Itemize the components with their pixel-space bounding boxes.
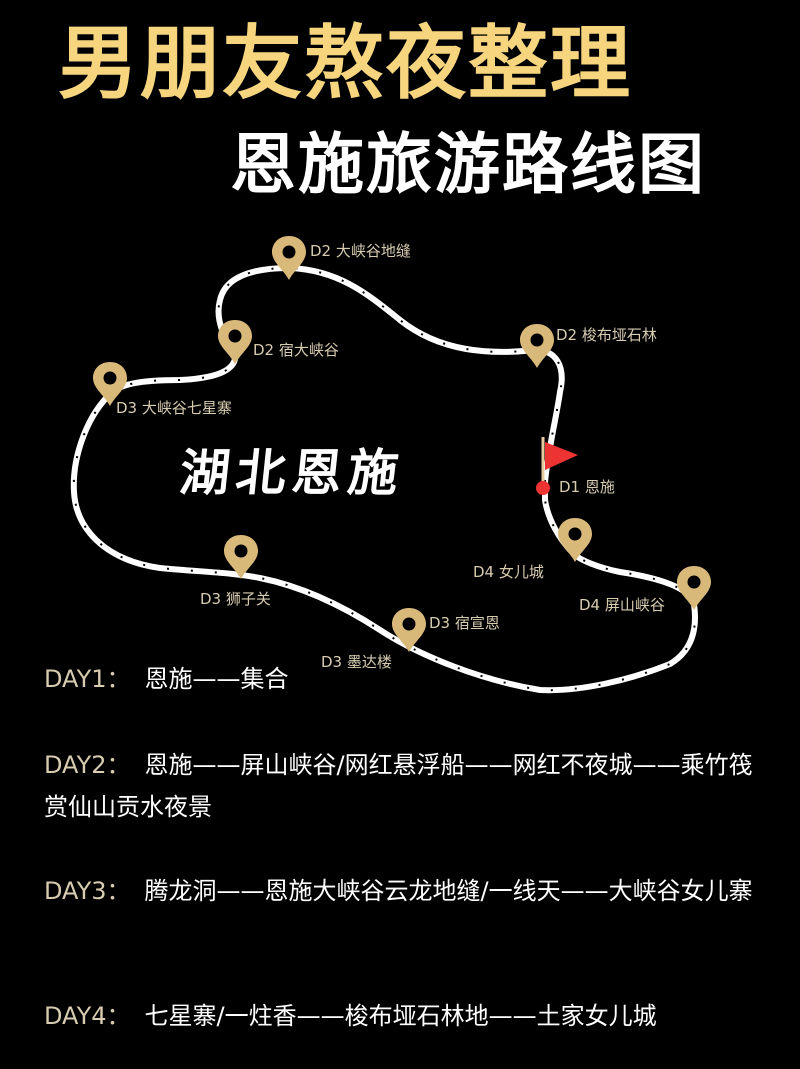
stop-label: D4 屏山峡谷 [579, 596, 665, 614]
map-pin-icon [558, 518, 592, 562]
route-line [70, 265, 698, 694]
map-pin-icon [218, 320, 252, 364]
day-route: 腾龙洞——恩施大峡谷云龙地缝/一线天——大峡谷女儿寨 [144, 877, 753, 905]
map-pin-icon [392, 608, 426, 652]
day-key: DAY2： [44, 751, 131, 779]
title-line-1: 男朋友熬夜整理 [58, 17, 632, 110]
day-route: 七星寨/一炷香——梭布垭石林地——土家女儿城 [144, 1002, 657, 1030]
stop-label: D3 大峡谷七星寨 [116, 399, 232, 417]
title-line-2: 恩施旅游路线图 [230, 126, 706, 203]
day-key: DAY3： [44, 877, 131, 905]
day-key: DAY4： [44, 1002, 131, 1030]
map-pin-icon [520, 324, 554, 368]
stop-label: D3 墨达楼 [321, 653, 392, 671]
stop-label: D2 宿大峡谷 [253, 341, 339, 359]
day-route: 恩施——集合 [144, 665, 289, 693]
stop-label: D2 大峡谷地缝 [310, 242, 411, 260]
itinerary-day-2: DAY2：恩施——屏山峡谷/网红悬浮船——网红不夜城——乘竹筏赏仙山贡水夜景 [44, 744, 774, 828]
day-key: DAY1： [44, 665, 131, 693]
stop-label: D1 恩施 [559, 478, 615, 496]
map-pin-icon [677, 566, 711, 610]
stop-label: D4 女儿城 [473, 563, 544, 581]
itinerary-day-3: DAY3： 腾龙洞——恩施大峡谷云龙地缝/一线天——大峡谷女儿寨 [44, 870, 774, 912]
day-route: 恩施——屏山峡谷/网红悬浮船——网红不夜城——乘竹筏赏仙山贡水夜景 [44, 751, 753, 821]
route-map [70, 236, 711, 694]
stop-label: D3 狮子关 [200, 590, 271, 608]
itinerary-day-4: DAY4： 七星寨/一炷香——梭布垭石林地——土家女儿城 [44, 995, 774, 1037]
start-flag-icon [536, 437, 578, 495]
map-pin-icon [272, 236, 306, 280]
stop-label: D3 宿宣恩 [429, 614, 500, 632]
stop-label: D2 梭布垭石林 [556, 326, 657, 344]
region-label: 湖北恩施 [176, 443, 408, 502]
itinerary-day-1: DAY1： 恩施——集合 [44, 658, 774, 700]
